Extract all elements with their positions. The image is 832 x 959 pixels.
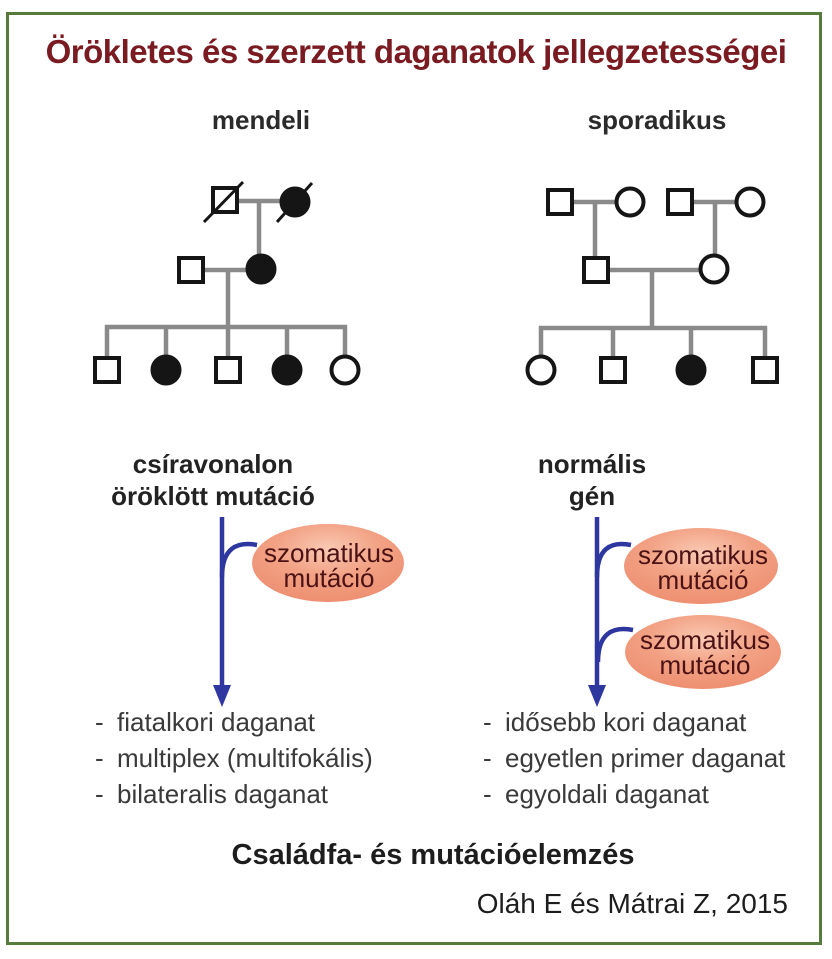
outcome-item: - multiplex (multifokális) [95, 740, 373, 776]
outcome-item: - fiatalkori daganat [95, 704, 373, 740]
arrow-head-icon [213, 685, 231, 707]
somatic-mutation-ellipse-right-2 [625, 615, 781, 689]
pedigree-sporadikus-symbols [525, 186, 779, 386]
pedigree-symbol-male [93, 356, 121, 384]
outcome-item: - idősebb kori daganat [483, 704, 785, 740]
somatic-label-line2: mutáció [657, 565, 749, 595]
somatic-label-line2: mutáció [283, 563, 375, 593]
outcome-item: - egyoldali daganat [483, 776, 785, 812]
pedigree-symbol-male [599, 356, 627, 384]
outcome-list-mendeli: - fiatalkori daganat - multiplex (multif… [95, 704, 373, 812]
outcome-item: - bilateralis daganat [95, 776, 373, 812]
outcome-item: - egyetlen primer daganat [483, 740, 785, 776]
somatic-mutation-label: szomatikus mutáció [263, 538, 395, 593]
outcome-text: egyoldali daganat [505, 778, 709, 809]
pedigree-symbol-female-affected [675, 354, 707, 386]
somatic-label-line1: szomatikus [637, 540, 769, 570]
pedigree-sporadikus-lines [538, 199, 768, 358]
outcome-text: bilateralis daganat [117, 778, 329, 809]
branch-curve-left [219, 541, 258, 578]
pedigree-symbol-female [734, 186, 766, 218]
pedigree-symbol-female-affected [150, 354, 182, 386]
inheritance-arrows [213, 517, 606, 707]
pedigree-symbol-female [525, 354, 557, 386]
gene-label-germline: csíravonalon öröklött mutáció [111, 448, 315, 512]
bullet-dash: - [95, 742, 104, 773]
deceased-slash-icon [275, 181, 314, 224]
bullet-dash: - [483, 742, 492, 773]
somatic-label-line1: szomatikus [263, 538, 395, 568]
somatic-mutation-ellipse-left [252, 524, 404, 602]
column-header-sporadikus: sporadikus [587, 105, 727, 135]
somatic-mutation-ellipse-right-1 [624, 528, 778, 604]
bullet-dash: - [95, 778, 104, 809]
somatic-label-line2: mutáció [659, 650, 751, 680]
pedigree-symbol-male [751, 356, 779, 384]
outcome-text: idősebb kori daganat [505, 706, 747, 737]
bullet-dash: - [483, 778, 492, 809]
pedigree-symbol-male [546, 188, 574, 216]
somatic-mutation-ellipses [252, 524, 781, 689]
pedigree-symbol-female [614, 186, 646, 218]
figure-border [6, 12, 822, 945]
arrow-head-icon [588, 685, 606, 707]
pedigree-symbol-female [698, 253, 730, 285]
figure-title: Örökletes és szerzett daganatok jellegze… [45, 33, 787, 70]
outcome-text: egyetlen primer daganat [505, 742, 786, 773]
figure-caption: Családfa- és mutációelemzés [231, 839, 635, 871]
pedigree-mendeli-symbols [93, 180, 361, 386]
figure-credit: Oláh E és Mátrai Z, 2015 [476, 888, 788, 919]
outcome-list-sporadikus: - idősebb kori daganat - egyetlen primer… [483, 704, 785, 812]
gene-label-line2: gén [568, 481, 616, 511]
bullet-dash: - [483, 706, 492, 737]
pedigree-symbol-male [177, 256, 205, 284]
pedigree-symbol-female [329, 354, 361, 386]
pedigree-mendeli [93, 180, 361, 386]
outcome-text: multiplex (multifokális) [117, 742, 373, 773]
gene-label-line1: csíravonalon [132, 449, 294, 479]
pedigree-symbol-male [214, 356, 242, 384]
pedigree-symbol-male [666, 188, 694, 216]
pedigree-symbol-female-affected [245, 253, 277, 285]
bullet-dash: - [95, 706, 104, 737]
column-header-mendeli: mendeli [211, 105, 311, 135]
pedigree-symbol-female-affected [271, 354, 303, 386]
somatic-label-line1: szomatikus [639, 625, 771, 655]
deceased-slash-icon [202, 180, 245, 224]
gene-label-normal: normális gén [538, 448, 646, 512]
somatic-mutation-label: szomatikus mutáció [637, 540, 769, 595]
pedigree-sporadikus [525, 186, 779, 386]
outcome-text: fiatalkori daganat [117, 706, 316, 737]
gene-label-line2: öröklött mutáció [111, 481, 315, 511]
pedigree-symbol-male [582, 256, 610, 284]
pedigree-mendeli-lines [104, 198, 348, 358]
gene-label-line1: normális [537, 449, 647, 479]
somatic-mutation-label: szomatikus mutáció [639, 625, 771, 680]
